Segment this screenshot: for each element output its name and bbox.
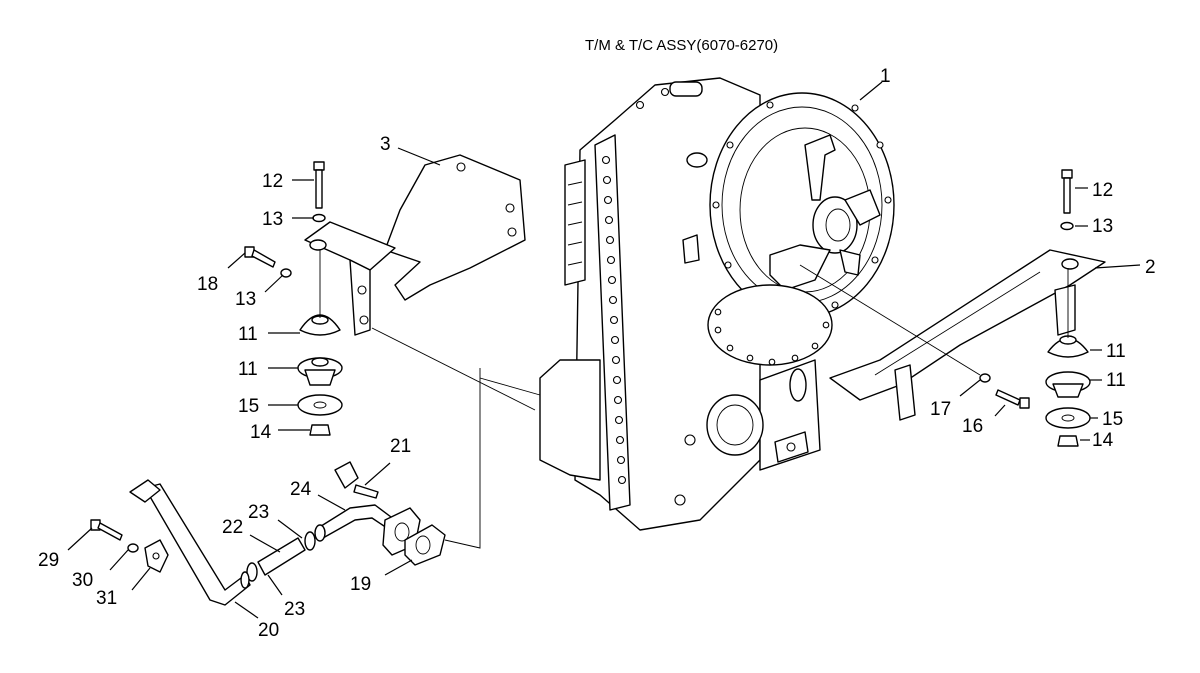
callout-15-left: 15: [238, 396, 259, 417]
callout-19: 19: [350, 574, 371, 595]
callout-15-right: 15: [1102, 409, 1123, 430]
callout-13-right: 13: [1092, 216, 1113, 237]
callout-14-right: 14: [1092, 430, 1114, 451]
callout-11-left-bottom: 11: [238, 359, 258, 380]
callout-2: 2: [1145, 257, 1156, 278]
right-mount-bracket: [829, 249, 1106, 421]
callout-11-right-top: 11: [1106, 341, 1126, 362]
callout-18: 18: [197, 274, 218, 295]
callout-11-right-bottom: 11: [1106, 370, 1126, 391]
callout-labels: 1 2 3 12 13 18 13 11 11 15 14 12 13 11 1…: [38, 66, 1156, 641]
lower-cover-bolts: [714, 308, 830, 366]
callout-23-bottom: 23: [284, 599, 305, 620]
callout-11-left-top: 11: [238, 324, 258, 345]
transmission-housing: [539, 77, 895, 531]
left-mount-bracket: [304, 154, 526, 336]
callout-12-left: 12: [262, 171, 283, 192]
callout-1: 1: [880, 66, 891, 87]
callout-23-top: 23: [248, 502, 269, 523]
bell-housing-bolts: [712, 101, 892, 314]
pipe-assembly: [90, 461, 446, 606]
callout-14-left: 14: [250, 422, 272, 443]
callout-17: 17: [930, 399, 951, 420]
callout-13-left-top: 13: [262, 209, 283, 230]
callout-12-right: 12: [1092, 180, 1113, 201]
flange-bolts: [601, 155, 627, 485]
right-fastener-stack: [979, 169, 1091, 447]
callout-24: 24: [290, 479, 312, 500]
leader-lines: [67, 81, 1141, 619]
left-fastener-stack: [244, 161, 343, 436]
callout-31: 31: [96, 588, 117, 609]
callout-21: 21: [390, 436, 411, 457]
callout-30: 30: [72, 570, 93, 591]
diagram-title: T/M & T/C ASSY(6070-6270): [585, 37, 778, 54]
callout-16: 16: [962, 416, 983, 437]
callout-3: 3: [380, 134, 391, 155]
callout-20: 20: [258, 620, 279, 641]
callout-22: 22: [222, 517, 243, 538]
callout-29: 29: [38, 550, 59, 571]
callout-13-left-bottom: 13: [235, 289, 256, 310]
